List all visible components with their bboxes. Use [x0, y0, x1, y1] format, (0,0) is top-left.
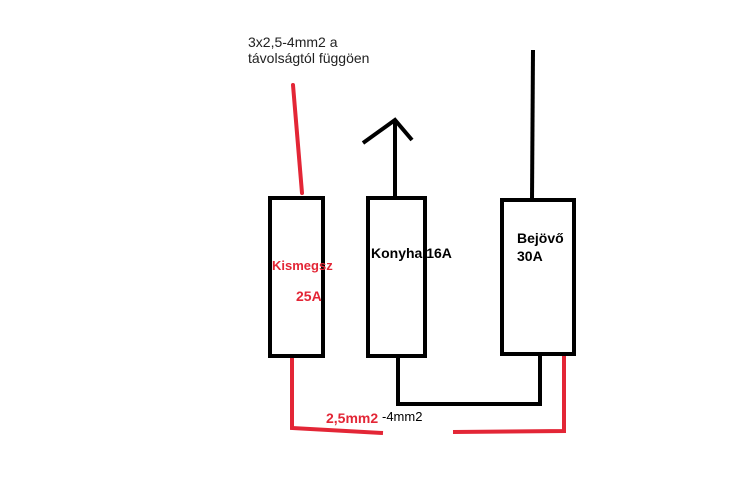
bejovo-box	[500, 198, 576, 356]
red-bottom-wire-right	[452, 356, 566, 434]
konyha-label: Konyha 16A	[371, 245, 452, 261]
red-bottom-wire-left	[290, 358, 384, 435]
black-wire-size-label: -4mm2	[382, 409, 423, 424]
kismegsz-box	[268, 196, 325, 358]
konyha-box	[366, 196, 427, 358]
wire-annotation-line2: távolságtól függöen	[248, 50, 370, 66]
red-feed-line	[291, 83, 304, 195]
black-bottom-wire	[396, 356, 542, 406]
up-arrow-icon	[361, 117, 414, 145]
kismegsz-rating-label: 25A	[296, 288, 322, 304]
kismegsz-name-label: Kismegsz	[272, 258, 333, 273]
bejovo-rating-label: 30A	[517, 248, 543, 264]
bejovo-name-label: Bejövő	[517, 230, 564, 246]
wire-annotation-line1: 3x2,5-4mm2 a	[248, 34, 338, 50]
bejovo-input-line	[530, 49, 535, 201]
red-wire-size-label: 2,5mm2	[326, 410, 379, 426]
